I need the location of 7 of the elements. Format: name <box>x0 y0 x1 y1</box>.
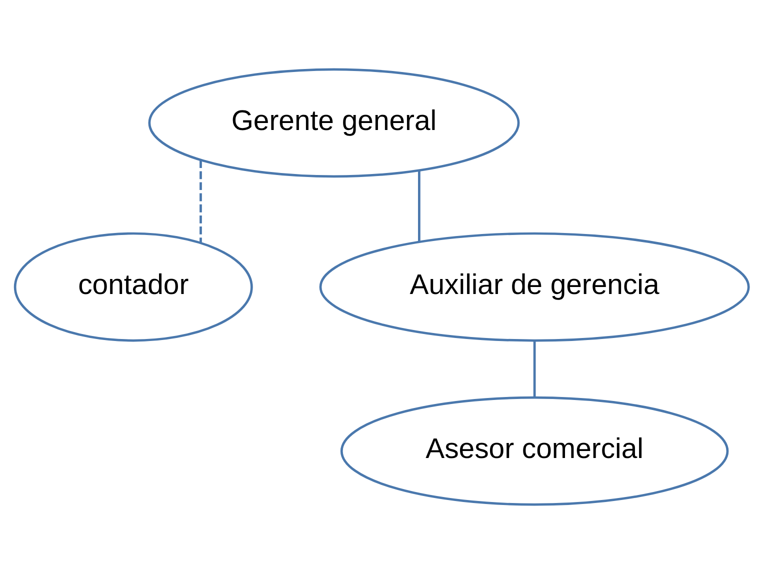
connector <box>200 160 202 242</box>
connector <box>418 170 420 242</box>
node-ellipse: contador <box>14 232 253 342</box>
node-ellipse: Auxiliar de gerencia <box>319 232 750 342</box>
node-ellipse: Gerente general <box>148 68 520 178</box>
connector <box>533 340 536 398</box>
node-ellipse: Asesor comercial <box>340 396 729 506</box>
